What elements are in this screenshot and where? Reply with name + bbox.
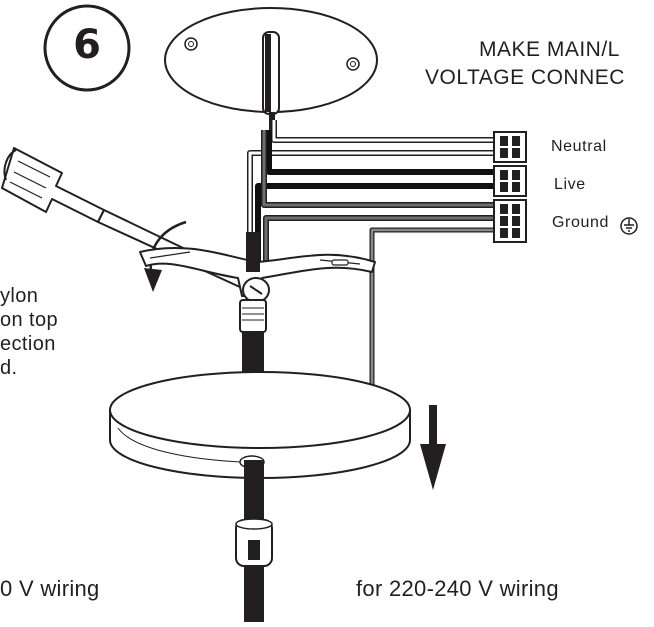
wire-live: [266, 130, 495, 175]
heading-line-1: MAKE MAIN/L: [479, 38, 620, 61]
heading-line-2: VOLTAGE CONNEC: [425, 66, 625, 89]
note-line-3: ection: [0, 333, 56, 355]
wire-bundle: [247, 120, 495, 388]
caption-left: 0 V wiring: [0, 576, 100, 601]
wire-neutral: [271, 120, 495, 143]
note-line-1: ylon: [0, 285, 39, 307]
step-number: 6: [73, 22, 101, 68]
label-live: Live: [554, 176, 586, 193]
ceiling-screw-left-icon: [184, 37, 198, 51]
note-line-4: d.: [0, 357, 18, 379]
terminal-block-ground: [493, 199, 527, 243]
lamp-cable: [235, 455, 273, 622]
rotate-arrow-icon: [144, 220, 187, 292]
down-arrow-icon: [420, 405, 446, 490]
canopy: [109, 371, 411, 479]
label-neutral: Neutral: [551, 138, 607, 155]
ceiling-screw-right-icon: [346, 57, 360, 71]
terminal-block-live: [493, 165, 527, 197]
terminal-block-neutral: [493, 131, 527, 163]
note-line-2: on top: [0, 309, 59, 331]
caption-right: for 220-240 V wiring: [356, 576, 559, 601]
label-ground: Ground: [552, 214, 609, 231]
step-circle: [43, 4, 131, 92]
earth-ground-icon: [620, 217, 638, 235]
